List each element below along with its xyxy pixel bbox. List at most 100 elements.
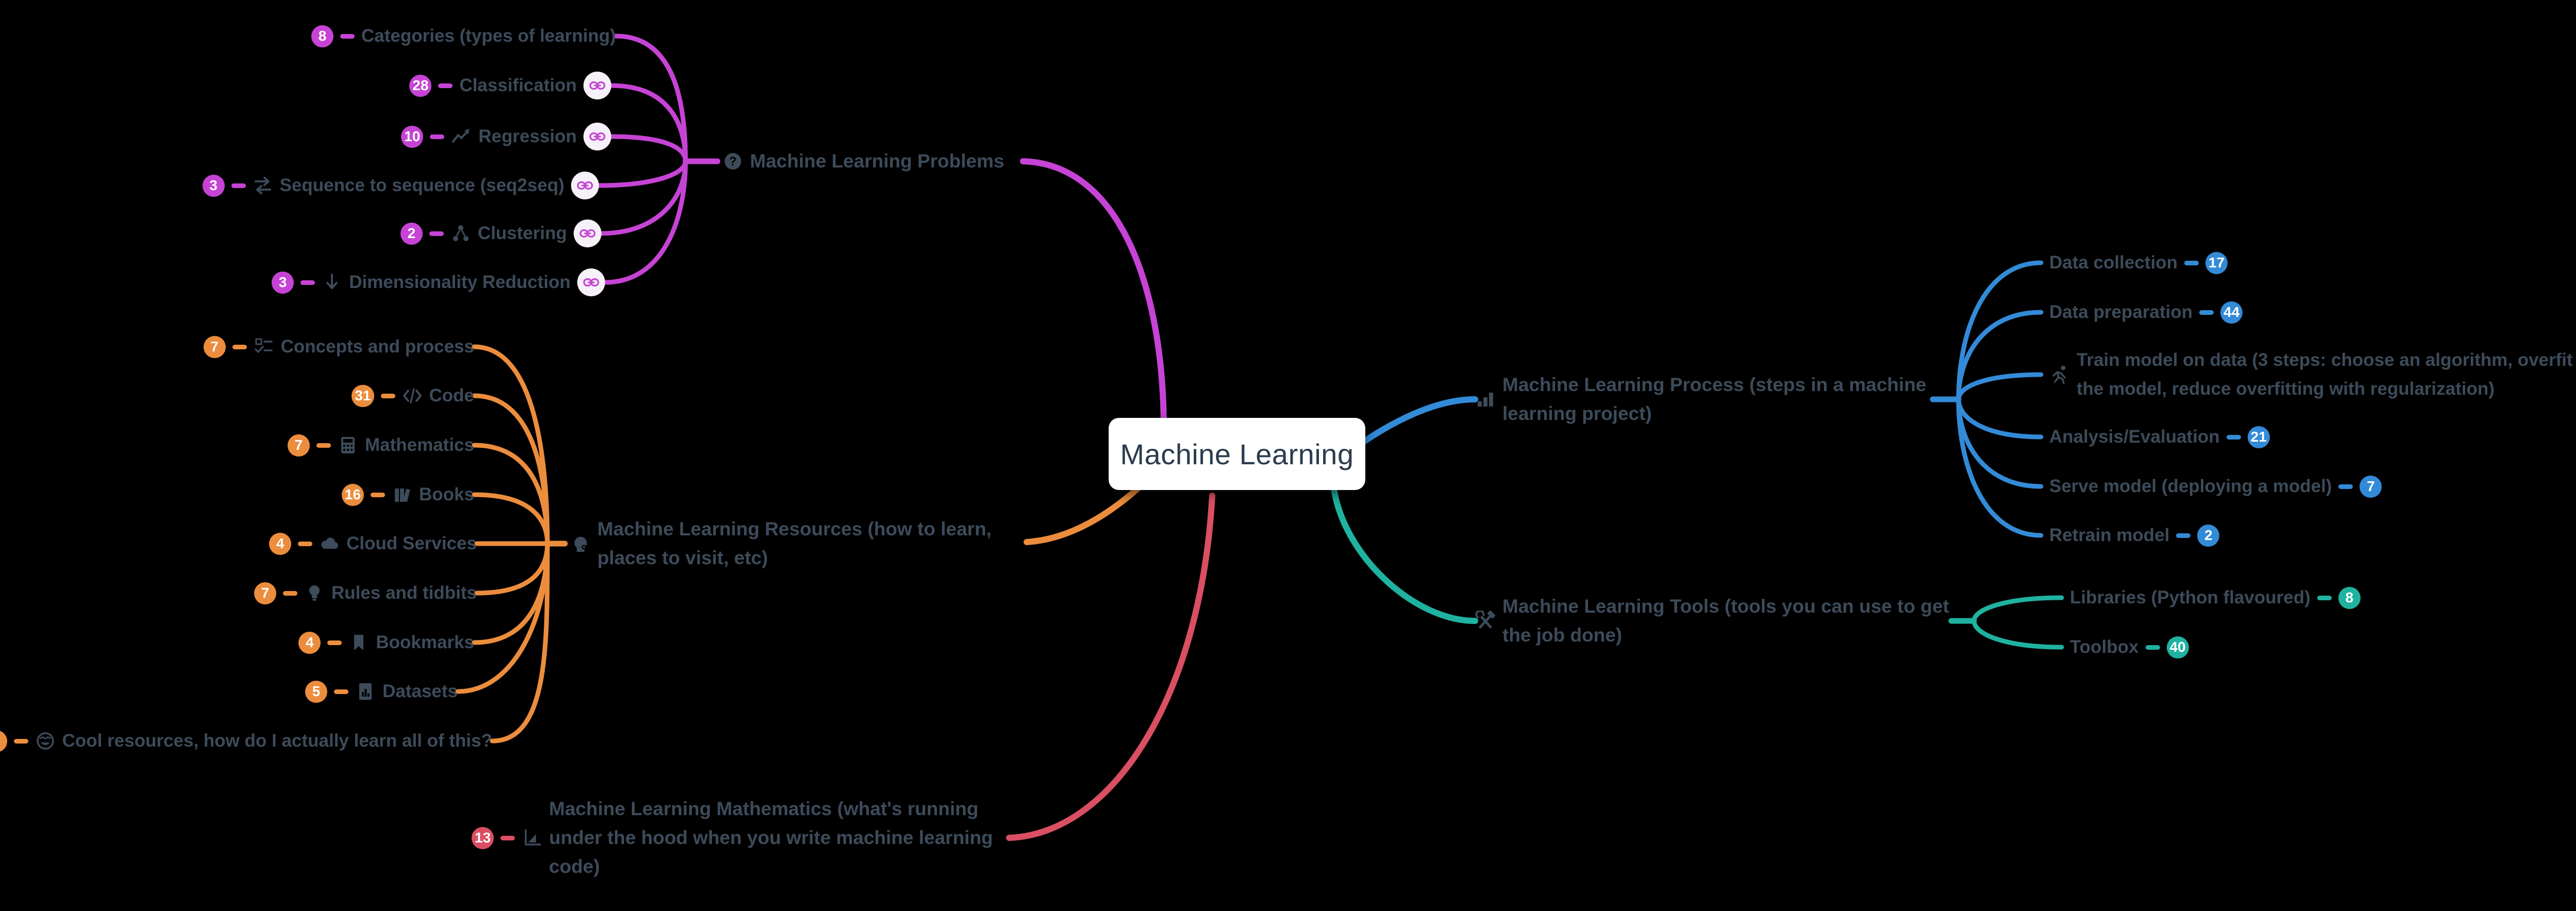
node-data-collection[interactable]: Data collection 17: [2049, 248, 2228, 277]
node-train-model-on-data-3-steps-choose-an-al[interactable]: Train model on data (3 steps: choose an …: [2049, 346, 2576, 403]
branch-curve: [603, 159, 688, 285]
branch-node-resources[interactable]: Machine Learning Resources (how to learn…: [570, 515, 992, 572]
count-badge[interactable]: 40: [2166, 636, 2189, 659]
node-cool-resources-how-do-i-actually-learn-a[interactable]: 5Cool resources, how do I actually learn…: [0, 727, 492, 755]
count-badge[interactable]: 3: [272, 271, 294, 294]
count-badge[interactable]: 7: [287, 434, 310, 457]
bars-icon: [1475, 389, 1496, 410]
books-label: Books: [419, 484, 474, 504]
branch-curve: [490, 541, 550, 744]
node-analysis-evaluation[interactable]: Analysis/Evaluation 21: [2049, 423, 2270, 451]
count-badge[interactable]: 44: [2220, 301, 2243, 324]
count-badge[interactable]: 17: [2205, 251, 2228, 274]
data-collection-label: Data collection: [2049, 252, 2178, 273]
branch-tail: [334, 689, 349, 694]
count-badge[interactable]: 8: [311, 25, 334, 47]
branch-tail: [300, 280, 315, 285]
branch-node-process[interactable]: Machine Learning Process (steps in a mac…: [1475, 370, 1927, 428]
code-icon: [402, 385, 423, 406]
branch-curve: [1024, 479, 1148, 545]
link-icon[interactable]: [583, 72, 611, 99]
count-badge[interactable]: 5: [305, 680, 328, 703]
node-data-preparation[interactable]: Data preparation 44: [2049, 298, 2243, 327]
link-icon[interactable]: [571, 172, 599, 199]
count-badge[interactable]: 5: [0, 730, 7, 752]
retrain-model-label: Retrain model: [2049, 525, 2170, 545]
branch-node-tools[interactable]: Machine Learning Tools (tools you can us…: [1475, 592, 1949, 650]
branch-curve: [1971, 618, 2064, 650]
node-mathematics[interactable]: 7 Mathematics: [287, 431, 474, 460]
calculator-icon: [338, 435, 358, 455]
branch-curve: [1971, 595, 2064, 623]
cloud-services-label: Cloud Services: [346, 533, 477, 553]
node-libraries-python-flavoured[interactable]: Libraries (Python flavoured)8: [2070, 583, 2361, 612]
count-badge[interactable]: 4: [298, 631, 321, 654]
count-badge[interactable]: 28: [409, 74, 432, 97]
count-badge[interactable]: 8: [2338, 586, 2361, 609]
smile-icon: [35, 731, 56, 751]
analysis-evaluation-label: Analysis/Evaluation: [2049, 427, 2220, 447]
branch-tail: [13, 738, 28, 744]
node-books[interactable]: 16 Books: [341, 480, 474, 509]
count-badge[interactable]: 2: [2197, 524, 2220, 547]
link-icon[interactable]: [583, 123, 611, 150]
count-badge[interactable]: 7: [2360, 475, 2382, 498]
svg-text:?: ?: [729, 155, 737, 168]
mathematics-label: Machine Learning Mathematics (what's run…: [549, 798, 993, 877]
node-dimensionality-reduction[interactable]: 3 Dimensionality Reduction: [272, 268, 605, 297]
node-rules-and-tidbits[interactable]: 7 Rules and tidbits: [254, 579, 477, 608]
branch-node-problems[interactable]: ?Machine Learning Problems: [723, 147, 1004, 176]
branch-curve: [1956, 397, 2044, 538]
center-node[interactable]: Machine Learning: [1109, 418, 1365, 490]
center-node-label: Machine Learning: [1120, 437, 1354, 470]
branch-curve: [609, 134, 688, 164]
count-badge[interactable]: 3: [202, 174, 225, 197]
tools-icon: [1475, 611, 1496, 631]
branch-curve: [1956, 310, 2044, 402]
data-preparation-label: Data preparation: [2049, 302, 2193, 322]
rules-and-tidbits-label: Rules and tidbits: [331, 583, 477, 603]
process-label: Machine Learning Process (steps in a mac…: [1502, 374, 1927, 424]
bulb-icon: [304, 583, 325, 603]
count-badge[interactable]: 7: [254, 582, 277, 604]
count-badge[interactable]: 4: [269, 532, 292, 555]
resources-label: Machine Learning Resources (how to learn…: [597, 518, 992, 568]
count-badge[interactable]: 16: [341, 483, 364, 506]
serve-model-deploying-a-model-label: Serve model (deploying a model): [2049, 476, 2332, 496]
count-badge[interactable]: 2: [400, 222, 423, 245]
count-badge[interactable]: 31: [352, 384, 374, 407]
count-badge[interactable]: 10: [401, 125, 424, 148]
link-icon[interactable]: [577, 268, 605, 296]
branch-node-mathematics[interactable]: 13 Machine Learning Mathematics (what's r…: [472, 795, 993, 881]
count-badge[interactable]: 7: [203, 335, 226, 358]
branch-tail: [2199, 310, 2214, 315]
branch-tail: [429, 231, 444, 236]
node-cloud-services[interactable]: 4 Cloud Services: [269, 529, 477, 558]
run-icon: [2049, 364, 2070, 385]
node-retrain-model[interactable]: Retrain model 2: [2049, 521, 2220, 550]
branch-tail: [327, 640, 342, 645]
count-badge[interactable]: 13: [472, 826, 494, 849]
branch-curve: [472, 443, 550, 546]
tools-label: Machine Learning Tools (tools you can us…: [1502, 596, 1949, 646]
swap-icon: [253, 175, 273, 196]
cloud-icon: [319, 533, 340, 554]
dimensionality-reduction-label: Dimensionality Reduction: [349, 272, 571, 292]
mathematics-label: Mathematics: [364, 435, 474, 455]
node-serve-model-deploying-a-model[interactable]: Serve model (deploying a model) 7: [2049, 472, 2382, 501]
link-icon[interactable]: [574, 220, 601, 247]
branch-tail: [438, 83, 453, 88]
count-badge[interactable]: 21: [2247, 426, 2270, 448]
